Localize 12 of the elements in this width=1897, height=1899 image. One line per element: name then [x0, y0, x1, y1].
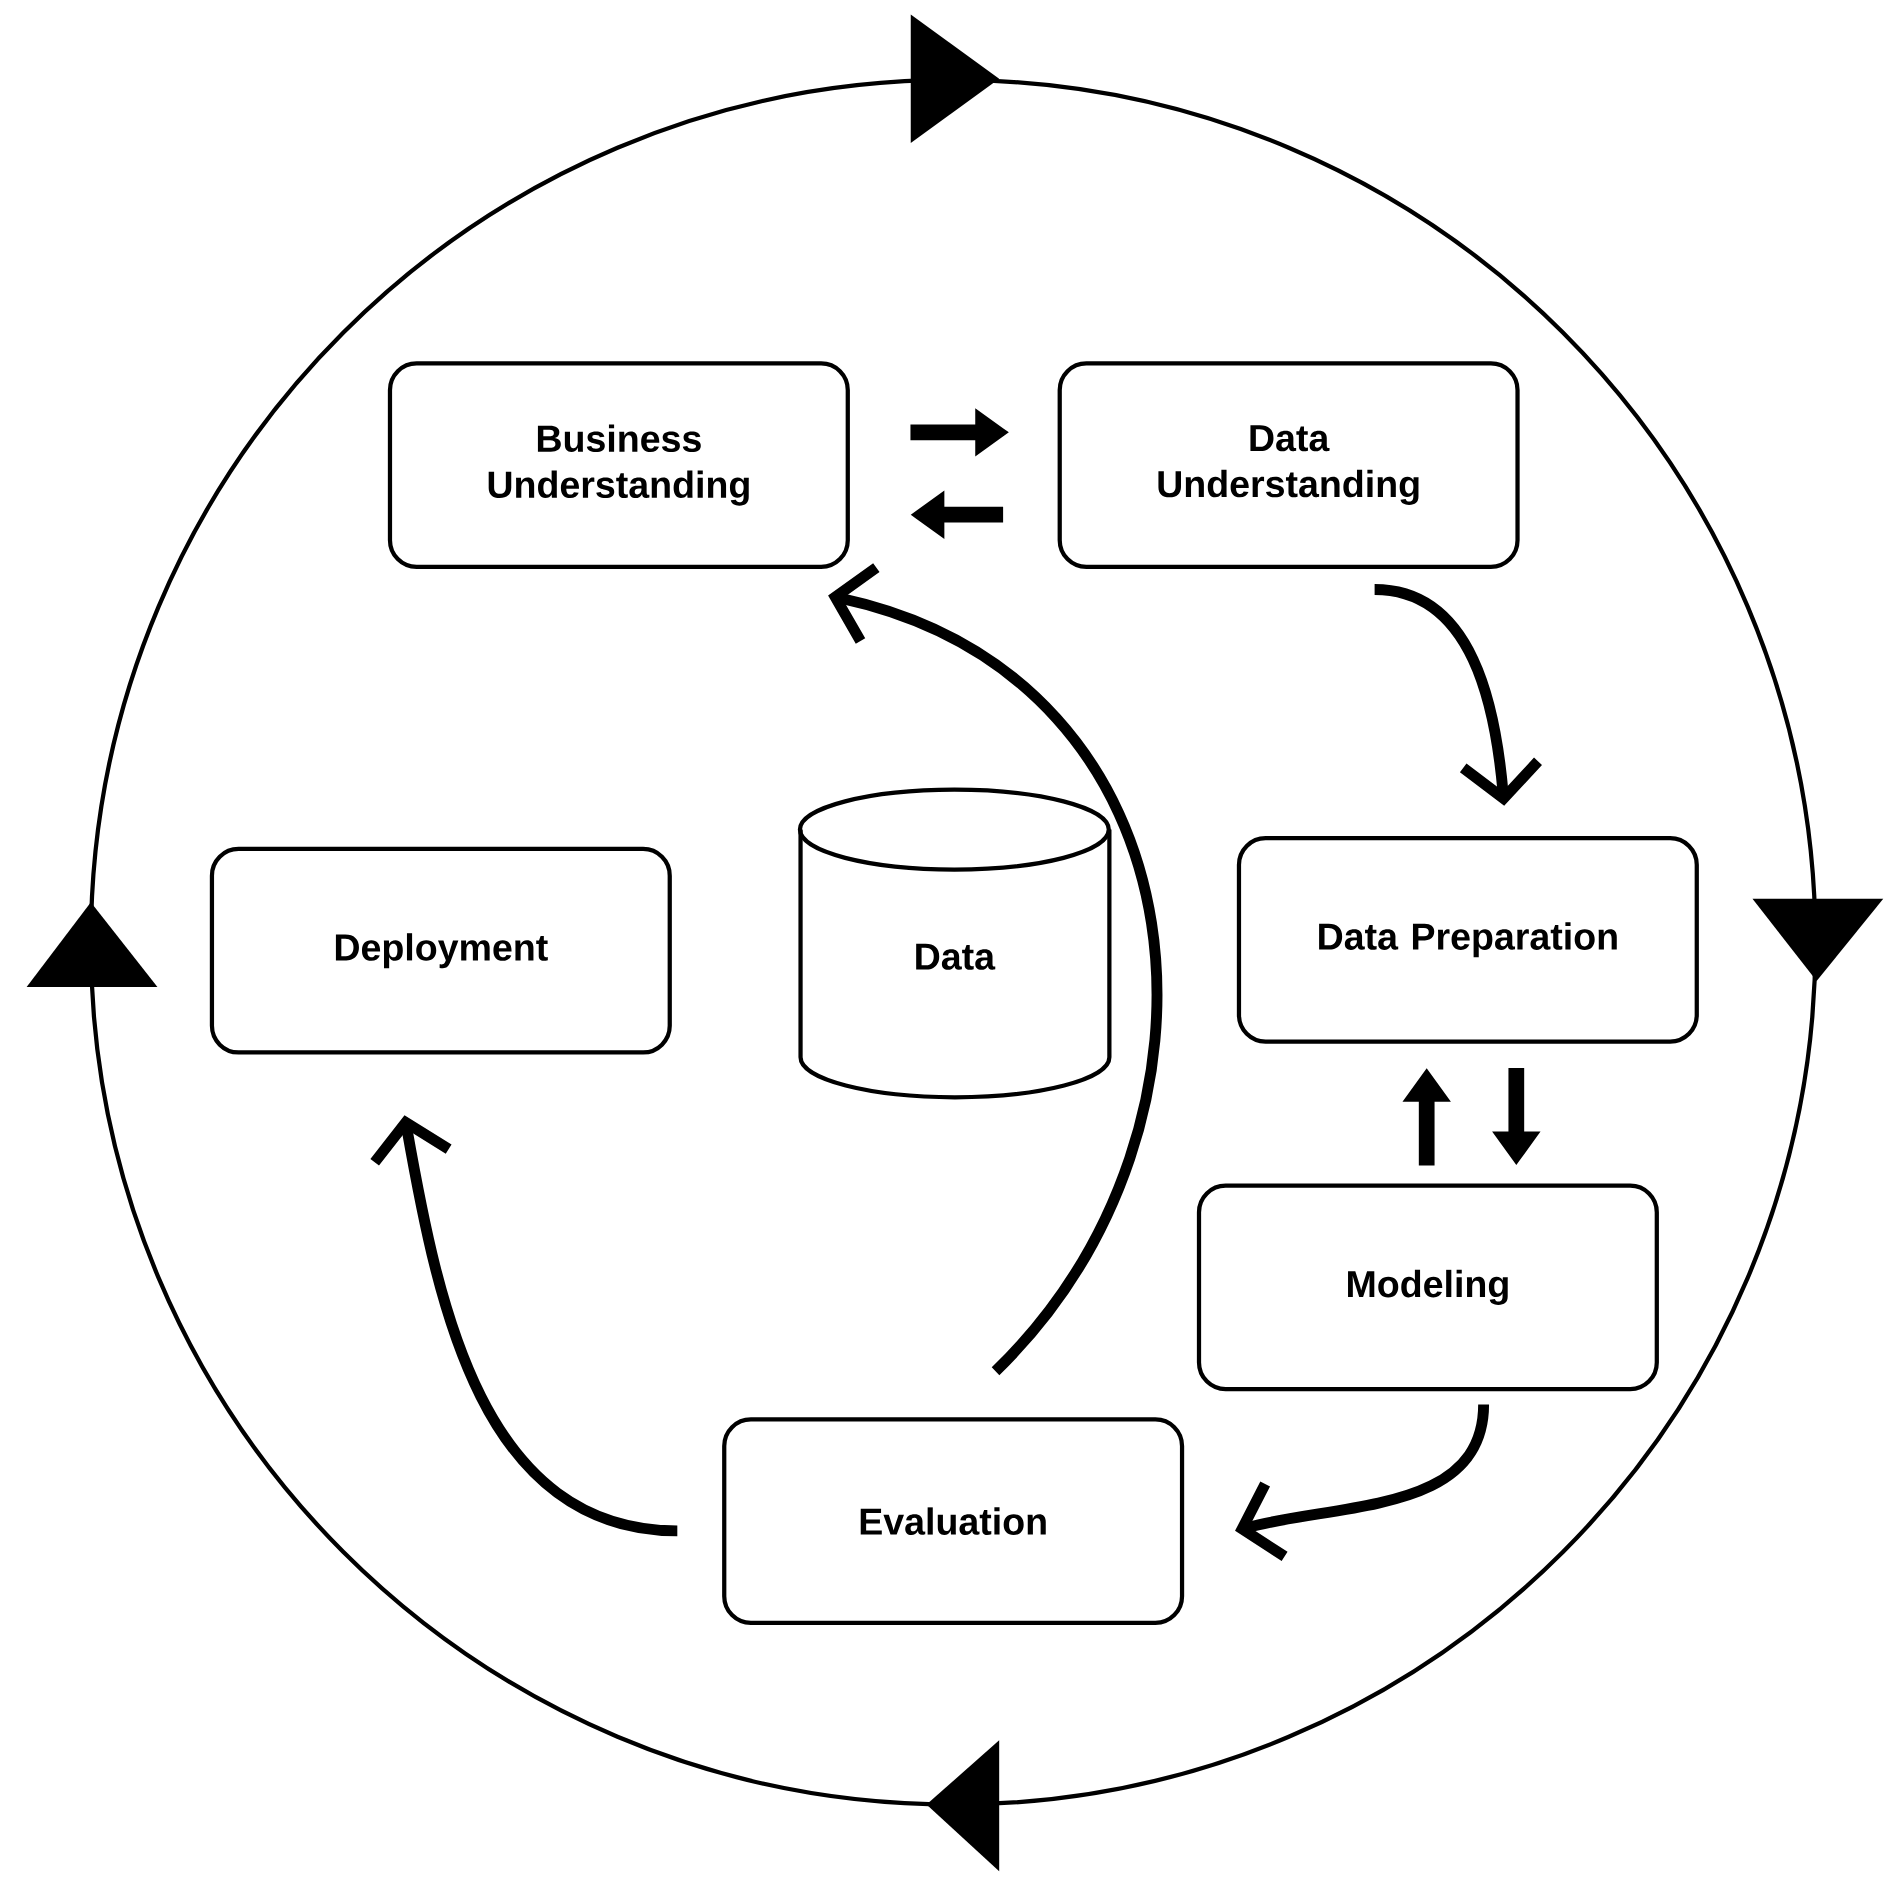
arrow — [828, 563, 1163, 1375]
process-box: Data Understanding — [1057, 361, 1520, 569]
data-cylinder: Data — [798, 787, 1112, 1100]
node-label: Data — [916, 943, 996, 970]
process-box: Modeling — [1197, 1183, 1660, 1392]
process-box: Evaluation — [722, 1417, 1185, 1625]
arrow — [370, 1115, 679, 1537]
arrow — [1374, 584, 1543, 806]
process-box: Business Understanding — [388, 361, 851, 569]
process-box: Data Preparation — [1237, 835, 1700, 1044]
arrow — [1235, 1403, 1490, 1561]
process-box: Deployment — [210, 846, 673, 1055]
